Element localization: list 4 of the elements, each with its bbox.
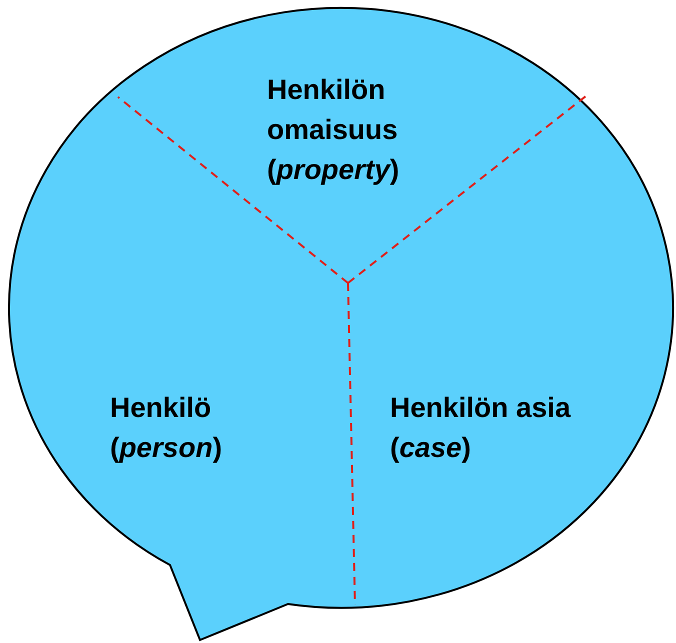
region-label: Henkilö (person)	[110, 388, 280, 468]
region-label: Henkilön omaisuus (property)	[267, 70, 467, 190]
region-label: Henkilön asia (case)	[390, 388, 650, 468]
speech-bubble	[8, 7, 674, 641]
